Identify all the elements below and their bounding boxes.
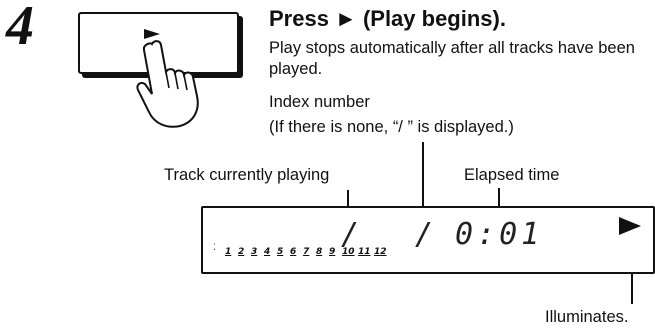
pointing-hand-icon [136, 40, 199, 128]
illuminates-label: Illuminates. [545, 308, 629, 326]
play-indicator-icon [619, 217, 641, 235]
track-number: 2 [238, 247, 245, 257]
track-playing-label: Track currently playing [164, 166, 330, 184]
track-number: 4 [264, 247, 271, 257]
track-number: 11 [358, 247, 371, 257]
track-digit: / [341, 217, 360, 252]
step-heading: Press ► (Play begins). [269, 6, 506, 31]
track-number: 12 [374, 247, 387, 257]
track-number: 10 [342, 247, 355, 257]
elapsed-time-display: 0:01 [455, 217, 544, 252]
step-description: Play stops automatically after all track… [269, 39, 635, 78]
track-number: 7 [303, 247, 310, 257]
track-number: 5 [277, 247, 284, 257]
play-icon [144, 29, 160, 39]
track-number: 6 [290, 247, 297, 257]
track-indicator-dots: ⁚ [213, 242, 217, 252]
track-number: 3 [251, 247, 258, 257]
track-number: 8 [316, 247, 323, 257]
elapsed-time-label: Elapsed time [464, 166, 560, 184]
track-number: 9 [329, 247, 336, 257]
index-digit: / [415, 217, 434, 252]
index-note-label: (If there is none, “/ ” is displayed.) [269, 118, 514, 136]
step-number: 4 [6, 0, 34, 57]
lcd-display: / / 0:01 ⁚ 1 2 3 4 5 6 7 8 9 10 11 12 [201, 206, 655, 274]
track-number: 1 [225, 247, 232, 257]
index-number-label: Index number [269, 93, 370, 111]
index-leader-line [422, 142, 424, 238]
